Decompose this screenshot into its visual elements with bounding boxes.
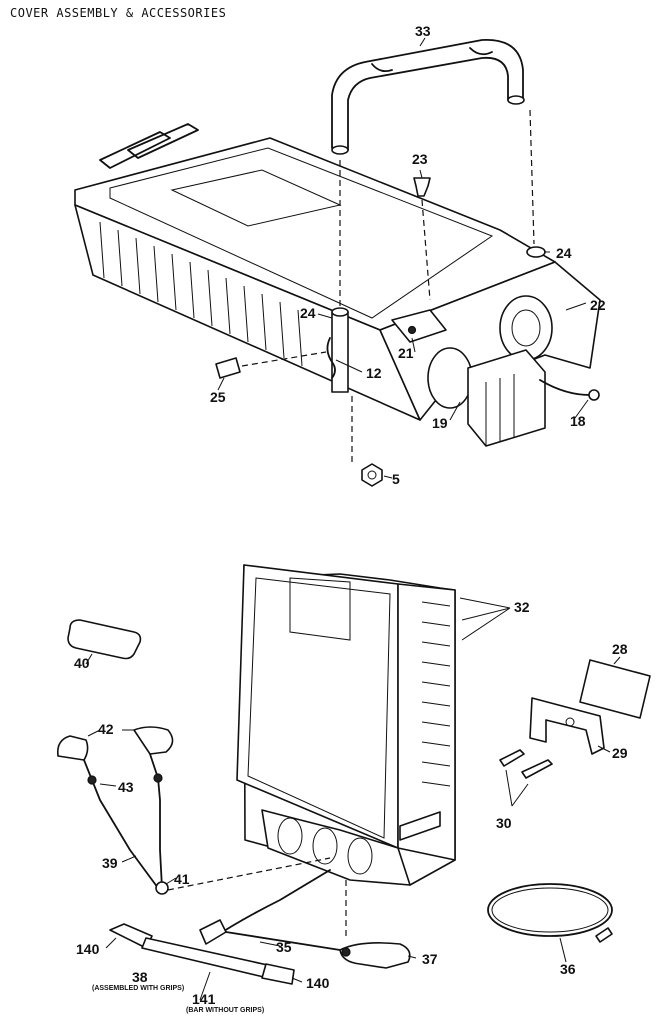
callout-29: 29 (612, 745, 628, 761)
note-bar-without-grips: (BAR WITHOUT GRIPS) (186, 1007, 264, 1014)
callout-141: 141 (192, 991, 216, 1007)
callout-25: 25 (210, 389, 226, 405)
connector-41 (155, 881, 169, 895)
note-assembled-with-grips: (ASSEMBLED WITH GRIPS) (92, 985, 184, 992)
bracket-21 (391, 309, 447, 343)
side-vents (421, 601, 451, 787)
cooling-fins (99, 221, 303, 367)
callout-39: 39 (102, 855, 118, 871)
cord-35 (209, 869, 331, 941)
front-recess (247, 577, 391, 839)
callout-32: 32 (514, 599, 530, 615)
callout-24-left: 24 (300, 305, 316, 321)
callout-23: 23 (412, 151, 428, 167)
callout-36: 36 (560, 961, 576, 977)
wood-screw-b (521, 759, 553, 779)
motor-pulley-left (427, 347, 473, 409)
callout-5: 5 (392, 471, 400, 487)
callout-41: 41 (174, 871, 190, 887)
callout-140-left: 140 (76, 941, 100, 957)
callout-33: 33 (415, 23, 431, 39)
mounting-bracket-group (499, 656, 651, 807)
grip-140-left (109, 923, 153, 949)
callout-19: 19 (432, 415, 448, 431)
wood-screw-a (499, 749, 525, 767)
callout-30: 30 (496, 815, 512, 831)
housing-side (397, 583, 456, 861)
callout-22: 22 (590, 297, 606, 313)
hand-grips-group (56, 726, 331, 895)
handle-33 (331, 39, 524, 149)
screw-25 (215, 357, 241, 379)
ground-wire (539, 379, 591, 396)
adhesive-pad-28 (579, 659, 651, 719)
callout-43: 43 (118, 779, 134, 795)
callout-12: 12 (366, 365, 382, 381)
callout-21: 21 (398, 345, 414, 361)
grip-left (56, 735, 89, 761)
callout-37: 37 (422, 951, 438, 967)
front-badge (399, 811, 441, 841)
nut-5 (361, 463, 383, 487)
cylinder-housing-drawing (236, 564, 511, 886)
cord-assembly (199, 869, 417, 969)
cover-assembly-drawing (74, 37, 601, 487)
post-left (331, 311, 349, 393)
callout-42: 42 (98, 721, 114, 737)
callout-24-right: 24 (556, 245, 572, 261)
grip-140-right (261, 963, 295, 985)
extension-bar-group (105, 923, 303, 1001)
callout-40: 40 (74, 655, 90, 671)
motor-unit (467, 349, 546, 447)
clip-35 (199, 919, 227, 945)
ferrule-right (526, 246, 546, 258)
callout-18: 18 (570, 413, 586, 429)
callout-38: 38 (132, 969, 148, 985)
callout-28: 28 (612, 641, 628, 657)
wall-bracket-29 (529, 697, 605, 755)
roller-base (261, 809, 411, 886)
cover-inner-rim (109, 147, 494, 319)
window-slot (289, 577, 351, 641)
screw-23 (413, 177, 431, 197)
grip-37 (339, 942, 411, 969)
power-cord-36 (487, 883, 613, 963)
callout-140-right: 140 (306, 975, 330, 991)
grip-right (133, 726, 174, 755)
callout-35: 35 (276, 939, 292, 955)
page-title: COVER ASSEMBLY & ACCESSORIES (10, 6, 227, 20)
storage-pouch-40 (67, 619, 142, 660)
retaining-clip-12 (326, 337, 336, 379)
rear-rods (99, 123, 199, 169)
